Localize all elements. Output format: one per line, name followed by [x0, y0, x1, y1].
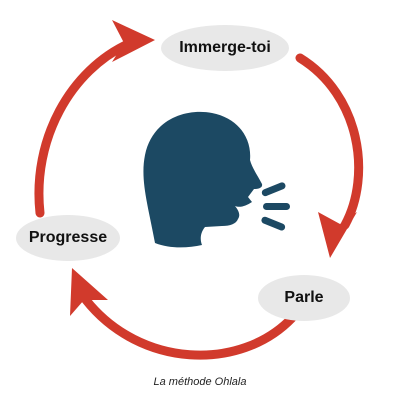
step-immerge-toi: Immerge-toi: [161, 25, 289, 71]
arrow-parle-to-progresse: [81, 295, 297, 360]
arrowhead-parle: [318, 212, 357, 258]
step-parle: Parle: [258, 275, 350, 321]
arrow-immerge-to-parle: [295, 53, 364, 230]
arrowhead-progresse: [70, 268, 108, 316]
speaking-head-icon: [143, 111, 290, 248]
arrow-progresse-to-immerge: [34, 38, 135, 218]
step-progresse: Progresse: [16, 215, 120, 261]
diagram-caption: La méthode Ohlala: [153, 376, 247, 388]
arrowhead-immerge: [112, 20, 155, 62]
